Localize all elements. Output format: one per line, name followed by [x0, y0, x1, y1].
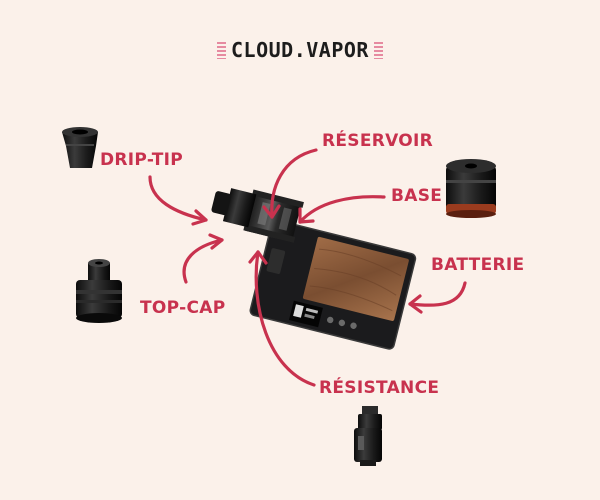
arrow-reservoir [270, 148, 318, 219]
arrow-base-head [298, 207, 315, 224]
label-battery: BATTERIE [431, 255, 525, 275]
brand-name: CLOUD.VAPOR [231, 38, 369, 62]
arrow-base [298, 195, 386, 224]
vape-device-icon [211, 188, 417, 350]
brand-logo: CLOUD.VAPOR [0, 38, 600, 62]
arrow-battery-head [408, 294, 423, 314]
label-top-cap: TOP-CAP [140, 298, 226, 318]
arrow-resistance [254, 250, 316, 387]
brand-stripes-left [217, 42, 227, 59]
drip-tip-icon [62, 127, 98, 168]
arrow-top-cap-head [208, 233, 224, 250]
arrow-reservoir-head [262, 204, 281, 219]
arrow-resistance-head [248, 250, 268, 265]
label-base: BASE [391, 186, 443, 206]
label-resistance: RÉSISTANCE [319, 378, 440, 398]
top-cap-icon [76, 259, 122, 323]
label-drip-tip: DRIP-TIP [100, 150, 184, 170]
arrow-drip-tip [148, 175, 208, 222]
resistance-icon [354, 406, 382, 466]
label-reservoir: RÉSERVOIR [322, 131, 434, 151]
arrow-battery [408, 281, 467, 307]
brand-stripes-right [373, 42, 383, 59]
arrow-drip-tip-head [191, 209, 208, 226]
arrow-top-cap [182, 238, 224, 284]
base-icon [446, 159, 496, 218]
